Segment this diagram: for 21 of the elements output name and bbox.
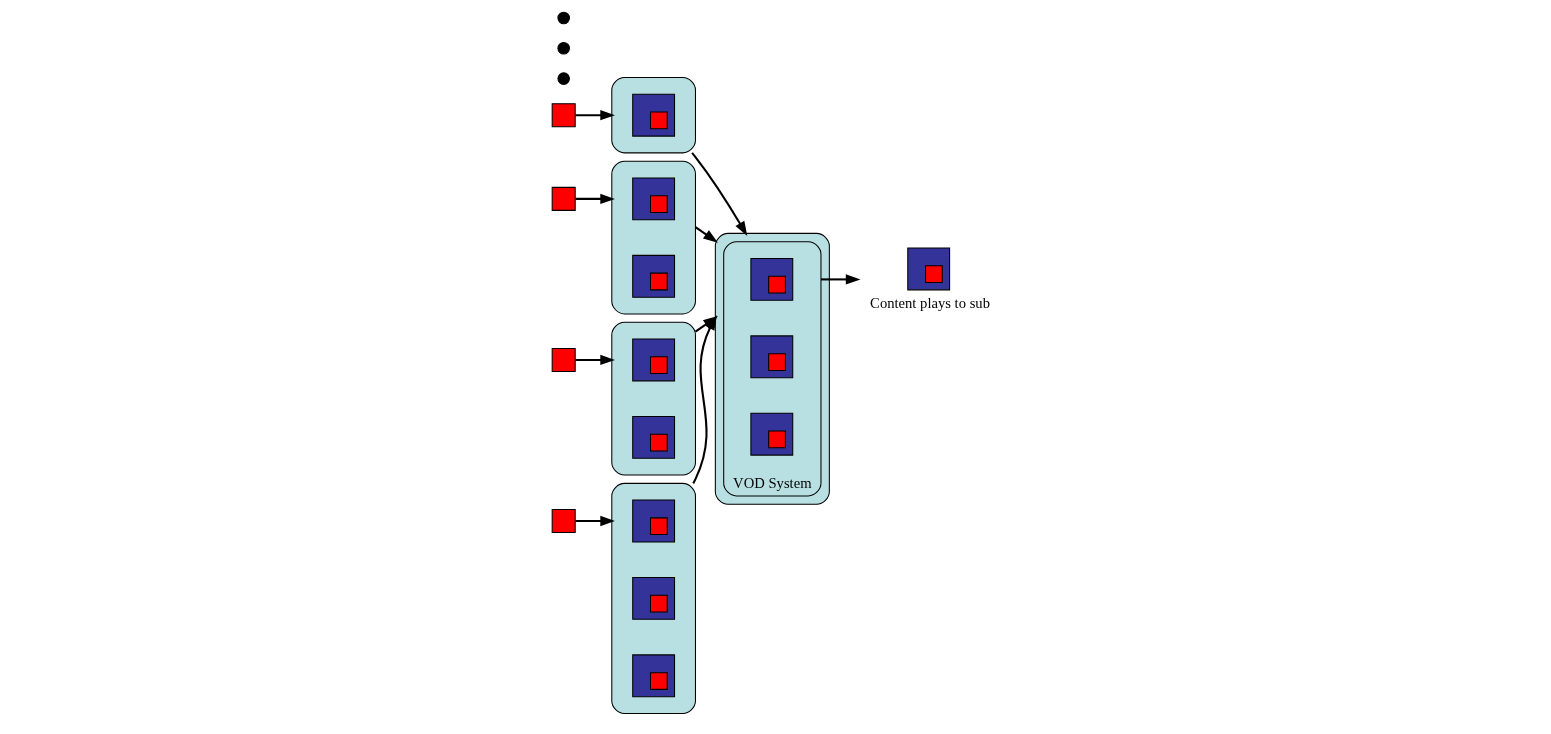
arrow <box>575 354 615 366</box>
cluster <box>610 160 696 315</box>
node-label: Content plays to sub <box>869 294 990 311</box>
node-box <box>551 508 576 534</box>
arrow <box>575 193 615 204</box>
node-box <box>551 347 576 372</box>
node-box <box>551 103 576 128</box>
arrow <box>690 152 747 237</box>
arrow <box>575 515 615 527</box>
cluster <box>610 77 696 154</box>
arrow <box>820 274 860 285</box>
cluster <box>714 232 830 505</box>
cluster: VOD System <box>722 241 821 497</box>
arrow <box>694 226 718 243</box>
cluster <box>610 482 696 714</box>
node-circle <box>556 11 570 25</box>
node-circle <box>556 42 570 55</box>
arrow <box>575 110 615 121</box>
node-box <box>551 186 576 211</box>
node-circle <box>556 72 570 85</box>
cluster <box>610 321 696 476</box>
